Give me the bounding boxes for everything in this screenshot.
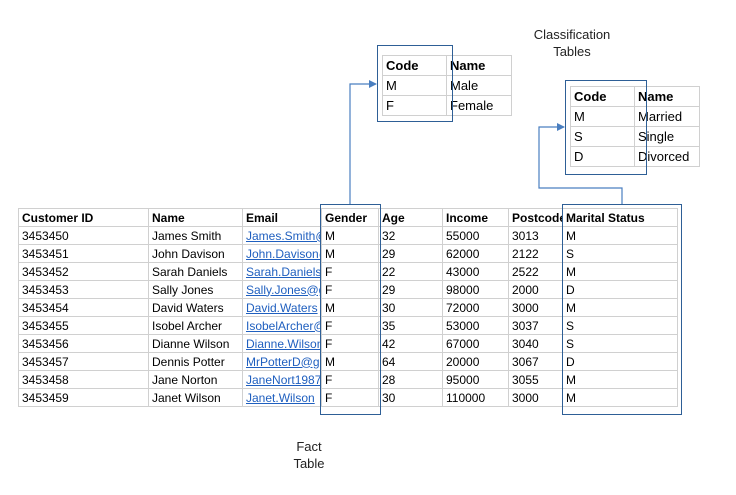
email-link[interactable]: JaneNort1987 — [246, 372, 322, 387]
column-header-email: Email — [242, 208, 322, 227]
column-header: Code — [382, 55, 447, 76]
marital-status-cell: M — [562, 388, 678, 407]
email-link[interactable]: Janet.Wilson — [246, 390, 315, 405]
age-cell: 28 — [378, 370, 443, 389]
name-cell: Married — [634, 106, 700, 127]
email-cell: Dianne.Wilson — [242, 334, 322, 353]
email-cell: MrPotterD@g — [242, 352, 322, 371]
caption-line: Tables — [553, 44, 591, 59]
email-cell: James.Smith@ — [242, 226, 322, 245]
name-cell: Female — [446, 95, 512, 116]
column-header-income: Income — [442, 208, 509, 227]
fact-table: Customer ID Name Email Gender Age Income… — [18, 208, 678, 407]
email-link[interactable]: IsobelArcher@ — [246, 318, 322, 333]
age-cell: 29 — [378, 244, 443, 263]
name-cell: Dennis Potter — [148, 352, 243, 371]
fact-table-caption: Fact Table — [269, 438, 349, 472]
email-link[interactable]: MrPotterD@g — [246, 354, 320, 369]
name-cell: Sally Jones — [148, 280, 243, 299]
table-header-row: Code Name — [382, 55, 512, 76]
name-cell: Janet Wilson — [148, 388, 243, 407]
email-cell: JaneNort1987 — [242, 370, 322, 389]
email-cell: Janet.Wilson — [242, 388, 322, 407]
income-cell: 53000 — [442, 316, 509, 335]
table-row: F Female — [382, 95, 512, 116]
customer-id-cell: 3453453 — [18, 280, 149, 299]
age-cell: 35 — [378, 316, 443, 335]
column-header: Name — [446, 55, 512, 76]
table-header-row: Customer ID Name Email Gender Age Income… — [18, 208, 678, 227]
column-header-gender: Gender — [321, 208, 379, 227]
income-cell: 110000 — [442, 388, 509, 407]
postcode-cell: 3000 — [508, 388, 563, 407]
name-cell: Divorced — [634, 146, 700, 167]
email-link[interactable]: Sarah.Daniels — [246, 264, 322, 279]
income-cell: 72000 — [442, 298, 509, 317]
email-link[interactable]: James.Smith@ — [246, 228, 322, 243]
email-link[interactable]: Sally.Jones@g — [246, 282, 322, 297]
customer-id-cell: 3453459 — [18, 388, 149, 407]
table-row: S Single — [570, 126, 700, 147]
column-header-postcode: Postcode — [508, 208, 563, 227]
postcode-cell: 3013 — [508, 226, 563, 245]
income-cell: 43000 — [442, 262, 509, 281]
name-cell: Jane Norton — [148, 370, 243, 389]
income-cell: 62000 — [442, 244, 509, 263]
classification-tables-caption: Classification Tables — [512, 26, 632, 60]
caption-line: Fact — [296, 439, 322, 454]
caption-line: Classification — [533, 27, 611, 42]
postcode-cell: 3037 — [508, 316, 563, 335]
caption-line: Table — [293, 456, 325, 471]
gender-connector-arrow — [349, 80, 377, 204]
marital-connector-arrow — [538, 123, 623, 204]
email-link[interactable]: David.Waters — [246, 300, 318, 315]
age-cell: 32 — [378, 226, 443, 245]
name-cell: John Davison — [148, 244, 243, 263]
age-cell: 42 — [378, 334, 443, 353]
code-cell: D — [570, 146, 635, 167]
email-link[interactable]: John.Davison@ — [246, 246, 321, 261]
email-cell: IsobelArcher@ — [242, 316, 322, 335]
gender-classification-table: Code Name M Male F Female — [382, 55, 512, 116]
email-link[interactable]: Dianne.Wilson — [246, 336, 322, 351]
column-header-marital-status: Marital Status — [562, 208, 678, 227]
column-header-name: Name — [148, 208, 243, 227]
table-row: M Married — [570, 106, 700, 127]
name-cell: Dianne Wilson — [148, 334, 243, 353]
table-row: D Divorced — [570, 146, 700, 167]
